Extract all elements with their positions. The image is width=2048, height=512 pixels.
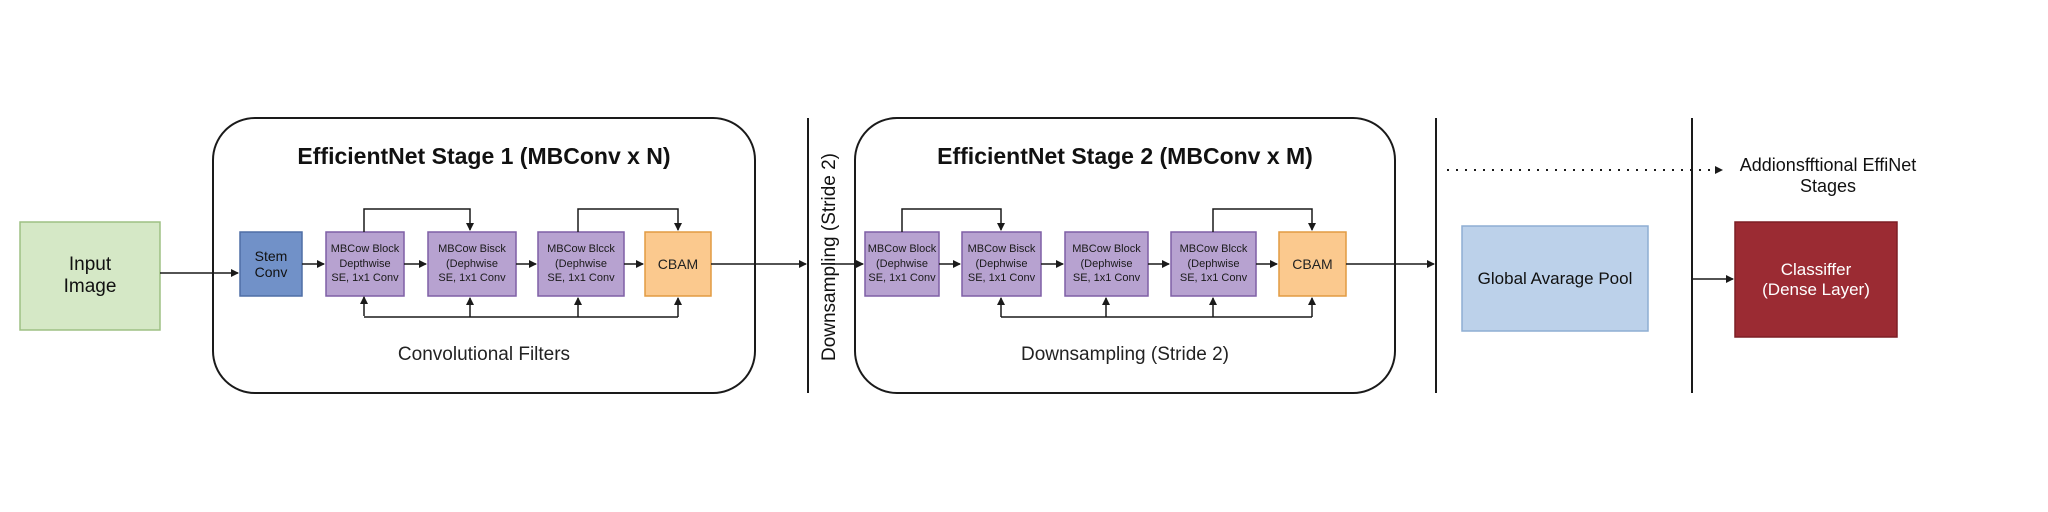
- stage2-title: EfficientNet Stage 2 (MBConv x M): [937, 142, 1313, 169]
- stage2-cbam-label: CBAM: [1292, 255, 1333, 272]
- stage1-mbconv-block-1: [325, 231, 405, 297]
- additional-stages-label: Addionsfftional EffiNet Stages: [1739, 155, 1917, 196]
- input-image-box: [19, 221, 161, 331]
- stem-conv-label: Stem Conv: [254, 247, 288, 280]
- stage1-skip-connections: [360, 208, 682, 318]
- downsampling-separator-label: Downsampling (Stride 2): [819, 152, 840, 362]
- stage1-container: [212, 117, 756, 394]
- stage1-mbconv-block-2: [427, 231, 517, 297]
- classifier-box: [1734, 221, 1898, 338]
- stage1-cbam-box: [644, 231, 712, 297]
- stage2-mbconv-block-2: [961, 231, 1042, 297]
- stage2-mbconv-block-4: [1170, 231, 1257, 297]
- stage1-block-2-label: MBCow Bisck (Dephwise SE, 1x1 Conv: [438, 242, 506, 285]
- stage2-block-1-label: MBCow Block (Dephwise SE, 1x1 Conv: [867, 242, 937, 285]
- stage2-mbconv-block-3: [1064, 231, 1149, 297]
- stage1-block-3-label: MBCow Blcck (Dephwise SE, 1x1 Conv: [547, 242, 615, 285]
- stage1-cbam-label: CBAM: [657, 255, 699, 272]
- stage1-mbconv-block-3: [537, 231, 625, 297]
- stage1-block-1-label: MBCow Block Depthwise SE, 1x1 Conv: [330, 242, 400, 285]
- stage2-caption: Downsampling (Stride 2): [1020, 344, 1230, 366]
- main-flow-arrows: [160, 260, 1734, 283]
- global-average-pool-label: Global Avarage Pool: [1477, 268, 1633, 288]
- input-image-label: Input Image: [63, 254, 117, 297]
- stage2-skip-connections: [901, 208, 1316, 318]
- stage2-mbconv-block-1: [864, 231, 940, 297]
- stage2-block-3-label: MBCow Block (Dephwise SE, 1x1 Conv: [1072, 242, 1141, 285]
- stage2-container: [854, 117, 1396, 394]
- global-average-pool-box: [1461, 225, 1649, 332]
- stage2-cbam-box: [1278, 231, 1347, 297]
- classifier-label: Classiffer (Dense Layer): [1762, 259, 1870, 299]
- stage1-title: EfficientNet Stage 1 (MBConv x N): [297, 142, 671, 169]
- stage1-caption: Convolutional Filters: [397, 344, 571, 366]
- stage2-block-4-label: MBCow Blcck (Dephwise SE, 1x1 Conv: [1179, 242, 1248, 285]
- stage2-block-2-label: MBCow Bisck (Dephwise SE, 1x1 Conv: [967, 242, 1036, 285]
